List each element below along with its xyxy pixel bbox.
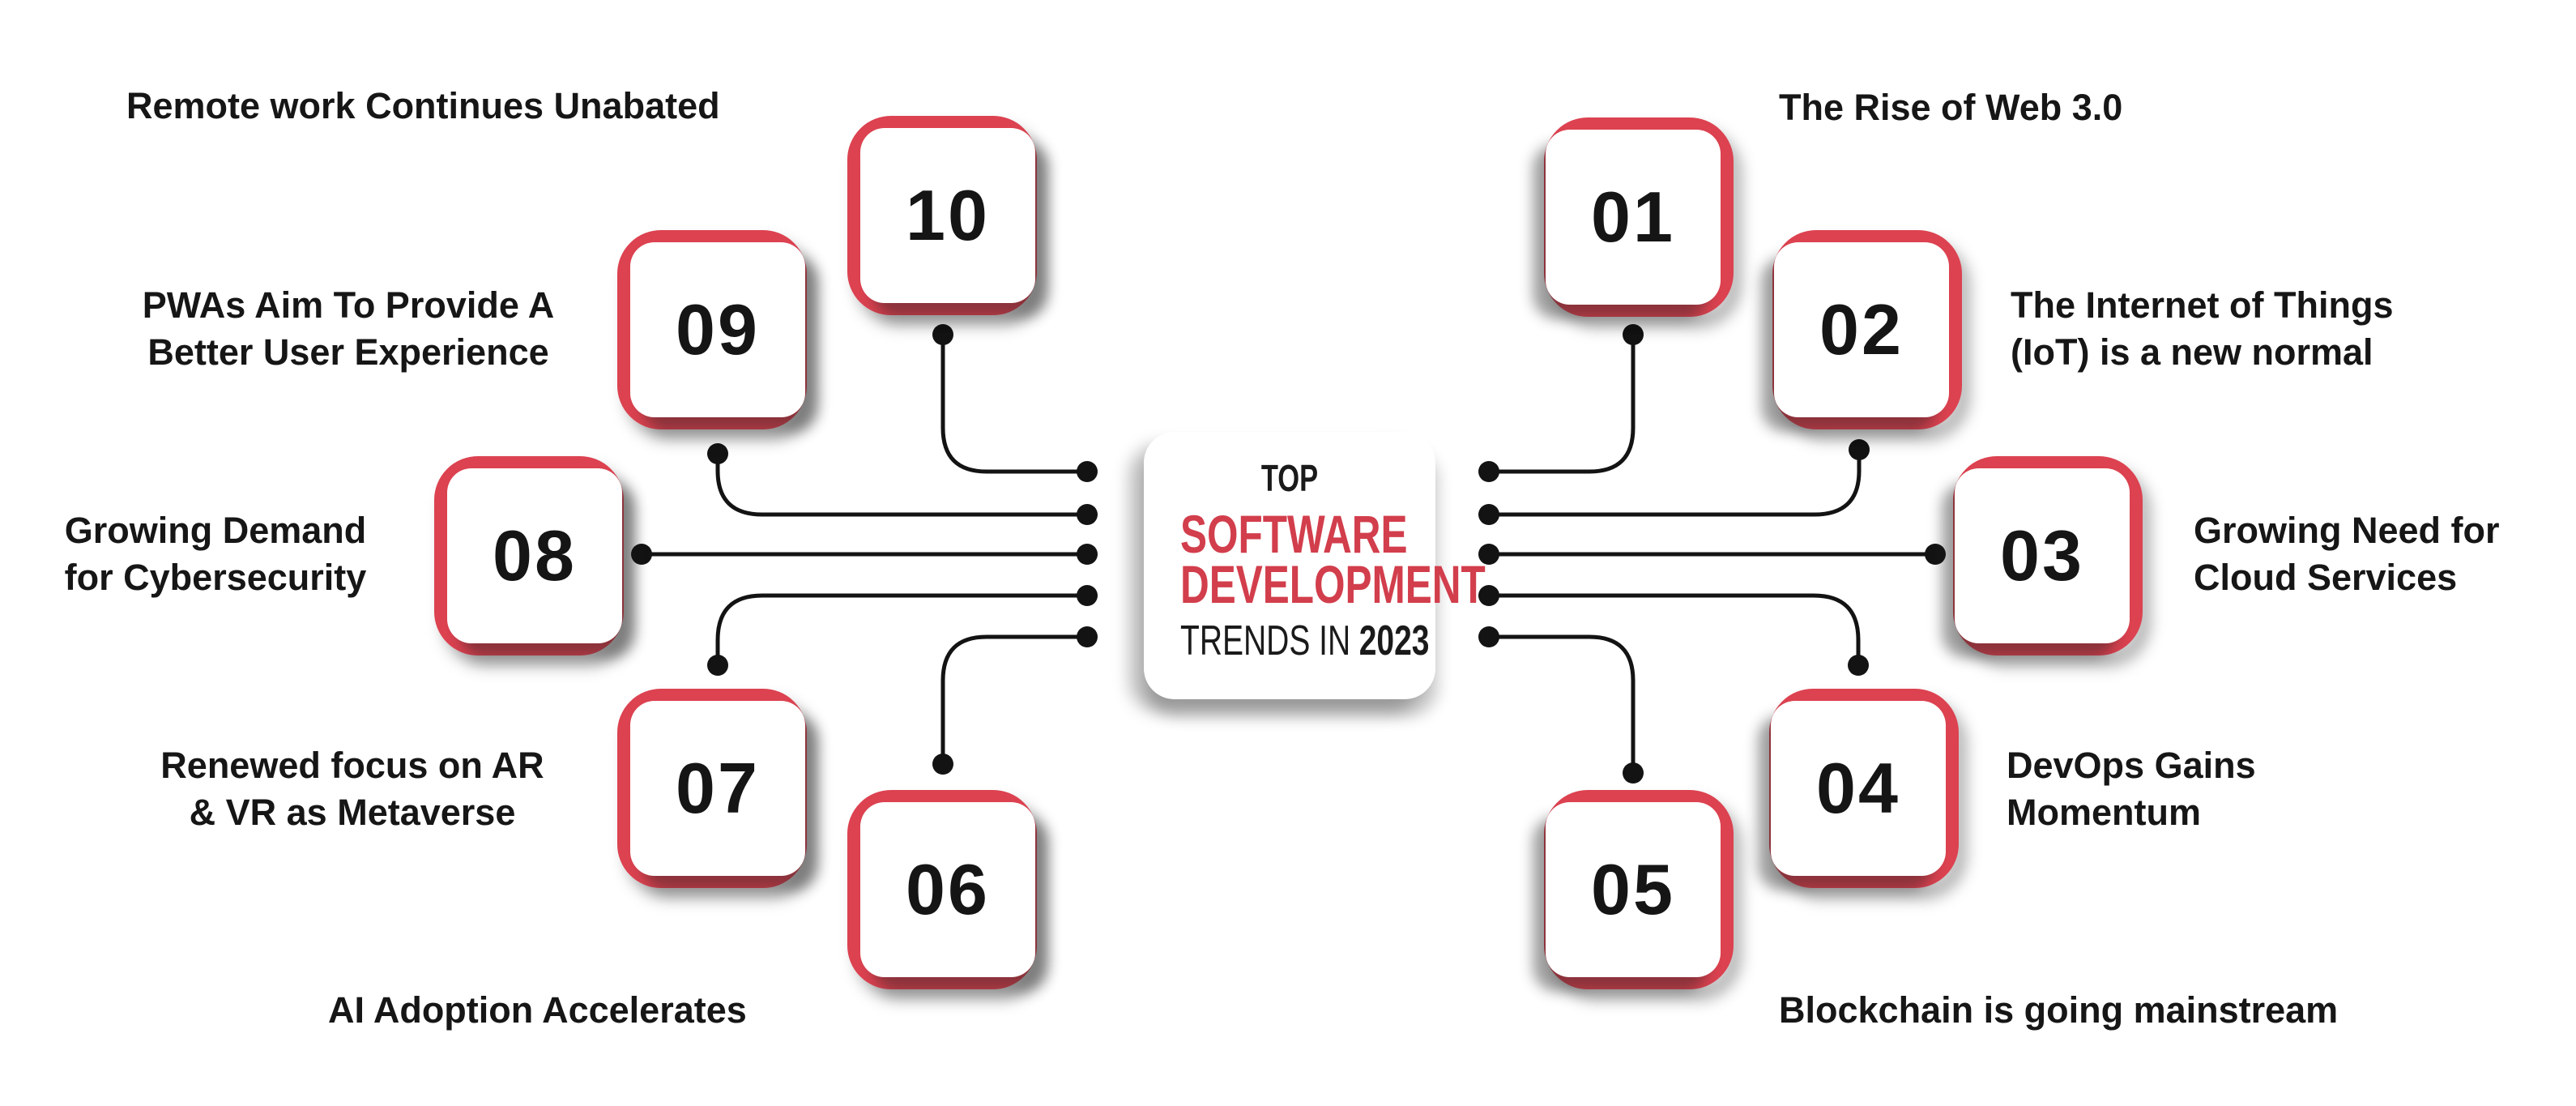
trend-box-03: 03 [1943, 456, 2143, 655]
title-development: DEVELOPMENT [1180, 554, 1486, 614]
number-card: 02 [1774, 242, 1949, 417]
number-label: 06 [906, 849, 990, 929]
number-card: 10 [860, 128, 1035, 303]
number-card: 09 [630, 242, 805, 417]
label-iot: The Internet of Things (IoT) is a new no… [2011, 284, 2394, 373]
label-cybersecurity: Growing Demand for Cybersecurity [64, 510, 367, 598]
number-card: 06 [860, 802, 1035, 977]
number-card: 05 [1546, 802, 1721, 977]
number-label: 07 [676, 748, 760, 828]
label-ar-vr-metaverse: Renewed focus on AR & VR as Metaverse [160, 745, 544, 833]
label-devops: DevOps Gains Momentum [2007, 745, 2256, 833]
trend-box-10: 10 [847, 116, 1047, 315]
number-label: 09 [676, 289, 760, 369]
number-label: 03 [2000, 515, 2084, 596]
number-label: 08 [493, 515, 577, 596]
trend-box-09: 09 [617, 230, 817, 429]
title-trends-prefix: TRENDS IN [1180, 617, 1351, 664]
number-card: 03 [1955, 468, 2130, 643]
trend-box-07: 07 [617, 689, 817, 888]
label-remote-work: Remote work Continues Unabated [126, 85, 720, 126]
number-card: 07 [630, 701, 805, 876]
title-top: TOP [1260, 457, 1319, 499]
trend-box-08: 08 [434, 456, 633, 655]
number-card: 08 [447, 468, 622, 643]
number-label: 05 [1591, 849, 1675, 929]
label-cloud-services: Growing Need for Cloud Services [2194, 510, 2500, 598]
number-card: 04 [1771, 701, 1946, 876]
trend-box-01: 01 [1534, 117, 1734, 317]
label-web3: The Rise of Web 3.0 [1779, 87, 2123, 128]
trend-box-02: 02 [1763, 230, 1962, 429]
trend-box-05: 05 [1534, 790, 1734, 989]
number-label: 10 [906, 175, 990, 255]
number-label: 01 [1591, 177, 1675, 257]
label-ai-adoption: AI Adoption Accelerates [328, 989, 747, 1031]
number-card: 01 [1546, 130, 1721, 305]
number-label: 04 [1816, 748, 1900, 828]
trend-box-04: 04 [1759, 689, 1959, 888]
label-pwas: PWAs Aim To Provide A Better User Experi… [142, 284, 555, 373]
number-label: 02 [1819, 289, 1904, 369]
title-year: 2023 [1358, 617, 1430, 664]
trend-box-06: 06 [847, 790, 1047, 989]
title-software: SOFTWARE [1180, 504, 1408, 564]
label-blockchain: Blockchain is going mainstream [1779, 989, 2339, 1031]
